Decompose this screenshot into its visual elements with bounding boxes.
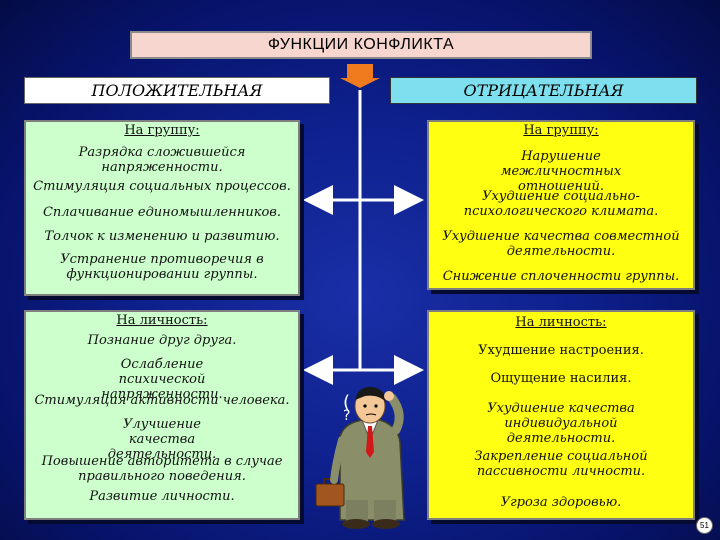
negative-group-item: Ухудшение качества совместной деятельнос… <box>442 229 680 259</box>
positive-person-item: Развитие личности. <box>89 489 235 504</box>
positive-person-item: Познание друг друга. <box>87 333 237 348</box>
positive-group-item: Устранение противоречия в функционирован… <box>60 252 264 282</box>
man-thinking-icon: ( ? <box>315 386 405 529</box>
negative-person-item: Угроза здоровью. <box>500 495 622 510</box>
positive-group-item: Разрядка сложившейся напряженности. <box>78 145 246 175</box>
page-number: 51 <box>696 517 713 534</box>
orange-arrow-icon <box>340 64 380 88</box>
positive-group-header: На группу: <box>124 123 200 138</box>
positive-person-item: Повышение авторитета в случае правильног… <box>41 454 283 484</box>
svg-text:(: ( <box>343 392 350 413</box>
positive-group-item: Толчок к изменению и развитию. <box>44 229 280 244</box>
negative-group-panel: На группу: Нарушение межличностных отнош… <box>427 120 695 290</box>
positive-person-item: Стимуляция активности человека. <box>34 393 290 408</box>
negative-person-item: Закрепление социальной пассивности лично… <box>474 449 648 479</box>
negative-person-panel: На личность: Ухудшение настроения. Ощуще… <box>427 310 695 520</box>
positive-person-item: Ослабление психической напряженности. <box>101 357 223 402</box>
negative-group-header: На группу: <box>523 123 599 138</box>
negative-person-item: Ухудшение качества индивидуальной деятел… <box>487 401 635 446</box>
positive-person-panel: На личность: Познание друг друга. Ослабл… <box>24 310 300 520</box>
positive-person-header: На личность: <box>116 313 208 328</box>
positive-person-item: Улучшение качества деятельности. <box>107 417 217 462</box>
negative-person-item: Ощущение насилия. <box>490 371 632 386</box>
negative-group-item: Снижение сплоченности группы. <box>442 269 680 284</box>
negative-person-item: Ухудшение настроения. <box>478 343 644 358</box>
positive-group-item: Сплачивание единомышленников. <box>42 205 282 220</box>
positive-group-panel: На группу: Разрядка сложившейся напряжен… <box>24 120 300 296</box>
negative-group-item: Ухудшение социально-психологического кли… <box>463 189 659 219</box>
page-title: ФУНКЦИИ КОНФЛИКТА <box>130 31 592 59</box>
positive-group-item: Стимуляция социальных процессов. <box>33 179 291 194</box>
negative-heading: ОТРИЦАТЕЛЬНАЯ <box>390 77 697 104</box>
negative-person-header: На личность: <box>515 315 607 330</box>
svg-text:?: ? <box>343 408 350 424</box>
negative-group-item: Нарушение межличностных отношений. <box>500 149 622 194</box>
positive-heading: ПОЛОЖИТЕЛЬНАЯ <box>24 77 330 104</box>
